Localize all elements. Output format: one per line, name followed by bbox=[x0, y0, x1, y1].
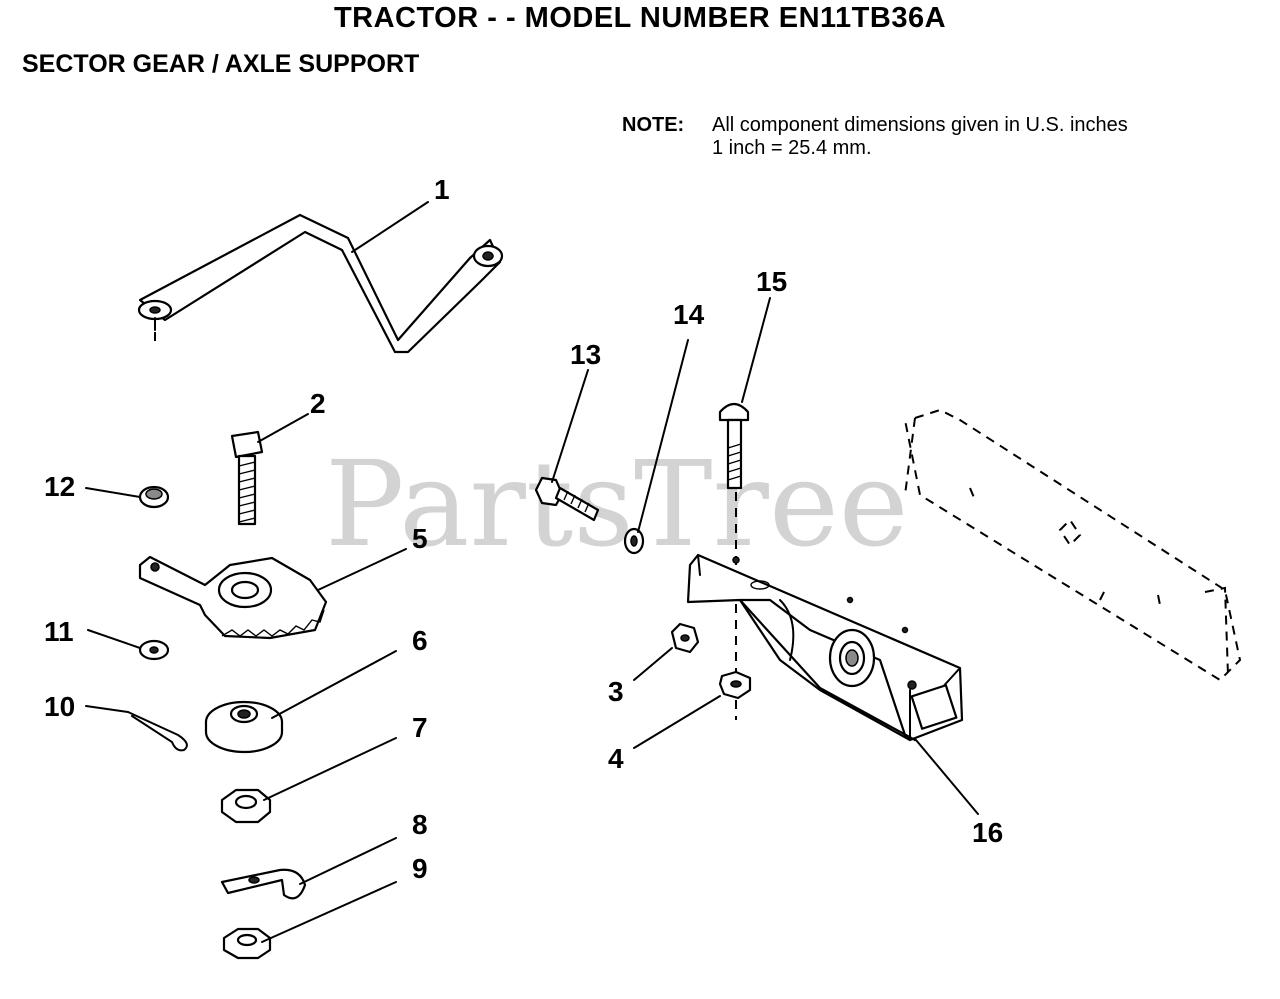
callout-11: 11 bbox=[44, 616, 74, 647]
callout-9: 9 bbox=[412, 853, 428, 884]
diagram-subtitle: SECTOR GEAR / AXLE SUPPORT bbox=[22, 50, 420, 78]
part-10-cotter-pin[interactable] bbox=[127, 711, 188, 752]
part-16-axle-support[interactable] bbox=[686, 553, 964, 742]
part-2-bolt[interactable] bbox=[230, 430, 264, 526]
diagram-title: TRACTOR - - MODEL NUMBER EN11TB36A bbox=[333, 2, 947, 34]
part-7-nut[interactable] bbox=[220, 788, 272, 824]
callout-12: 12 bbox=[44, 471, 75, 502]
callout-16: 16 bbox=[972, 817, 1003, 848]
part-11-washer[interactable] bbox=[138, 639, 170, 661]
note-line-2: 1 inch = 25.4 mm. bbox=[712, 137, 872, 159]
part-9-nut[interactable] bbox=[222, 927, 272, 960]
watermark: PartsTree bbox=[325, 435, 909, 573]
part-1-drag-link[interactable] bbox=[137, 213, 504, 354]
part-4-nut[interactable] bbox=[718, 670, 752, 700]
callout-2: 2 bbox=[310, 388, 326, 419]
callout-4: 4 bbox=[608, 743, 624, 774]
part-6-pinion-gear[interactable] bbox=[204, 700, 284, 754]
note-label: NOTE: bbox=[622, 114, 685, 136]
part-12-lock-nut[interactable] bbox=[138, 485, 170, 509]
part-3-nut[interactable] bbox=[670, 622, 700, 654]
callout-6: 6 bbox=[412, 625, 428, 656]
part-15-carriage-bolt[interactable] bbox=[718, 402, 750, 720]
part-5-sector-gear[interactable] bbox=[138, 555, 328, 640]
note-body: All component dimensions given in U.S. i… bbox=[712, 114, 1128, 160]
callout-1: 1 bbox=[434, 174, 450, 205]
callout-3: 3 bbox=[608, 676, 624, 707]
note-line-1: All component dimensions given in U.S. i… bbox=[712, 114, 1128, 136]
callout-15: 15 bbox=[756, 266, 787, 297]
callout-7: 7 bbox=[412, 712, 428, 743]
dimension-note: NOTE: All component dimensions given in U… bbox=[622, 114, 1128, 160]
callout-14: 14 bbox=[673, 299, 705, 330]
part-14-washer[interactable] bbox=[623, 527, 645, 555]
leader-lines bbox=[85, 201, 979, 943]
callout-8: 8 bbox=[412, 809, 428, 840]
callout-13: 13 bbox=[570, 339, 601, 370]
part-13-hex-bolt[interactable] bbox=[534, 476, 600, 522]
part-8-clip[interactable] bbox=[220, 868, 307, 900]
callout-5: 5 bbox=[412, 523, 428, 554]
phantom-front-axle bbox=[904, 408, 1242, 682]
callout-10: 10 bbox=[44, 691, 75, 722]
